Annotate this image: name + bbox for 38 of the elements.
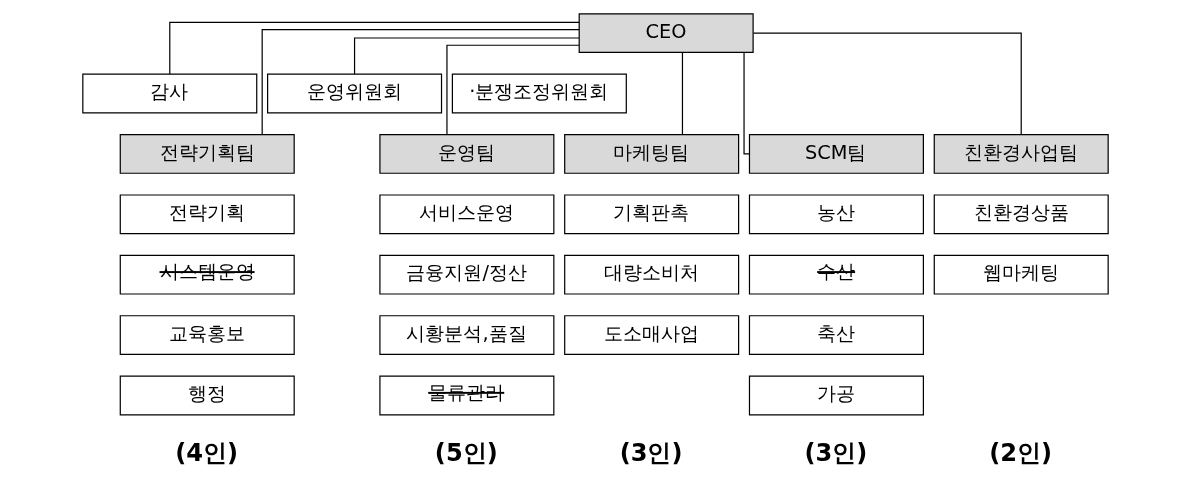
node-box: 농산 [748, 193, 924, 234]
label: (4인) [174, 438, 238, 467]
node-box: 수산 [748, 254, 924, 295]
connector [752, 32, 1022, 135]
node-box: 시스템운영 [119, 254, 295, 295]
node-box: 행정 [119, 375, 295, 415]
node-box: 운영위원회 [266, 73, 442, 113]
connector [445, 44, 579, 135]
node-box: 전략기획 [119, 193, 295, 234]
node-box: 친환경사업팀 [933, 133, 1109, 174]
connector [261, 28, 580, 135]
label: (5인) [434, 438, 498, 467]
node-box: 가공 [748, 375, 924, 415]
node-box: 시황분석,품질 [378, 314, 554, 355]
connector [681, 51, 683, 135]
connector [168, 21, 580, 75]
label: (3인) [803, 438, 867, 467]
node-box: 대량소비처 [563, 254, 739, 295]
node-box: 웹마케팅 [933, 254, 1109, 295]
node-box: 감사 [81, 73, 257, 113]
node-box: SCM팀 [748, 133, 924, 174]
node-box: CEO [578, 12, 754, 53]
node-box: 교육홍보 [119, 314, 295, 355]
node-box: 축산 [748, 314, 924, 355]
node-box: 도소매사업 [563, 314, 739, 355]
label: (3인) [619, 438, 683, 467]
connector [742, 51, 750, 155]
connector [353, 36, 580, 75]
node-box: 서비스운영 [378, 193, 554, 234]
node-box: 물류관리 [378, 375, 554, 415]
node-box: 전략기획팀 [119, 133, 295, 174]
node-box: 운영팀 [378, 133, 554, 174]
node-box: 친환경상품 [933, 193, 1109, 234]
node-box: ·분쟁조정위원회 [451, 73, 627, 113]
node-box: 마케팅팀 [563, 133, 739, 174]
label: (2인) [988, 438, 1052, 467]
node-box: 금융지원/정산 [378, 254, 554, 295]
node-box: 기획판촉 [563, 193, 739, 234]
